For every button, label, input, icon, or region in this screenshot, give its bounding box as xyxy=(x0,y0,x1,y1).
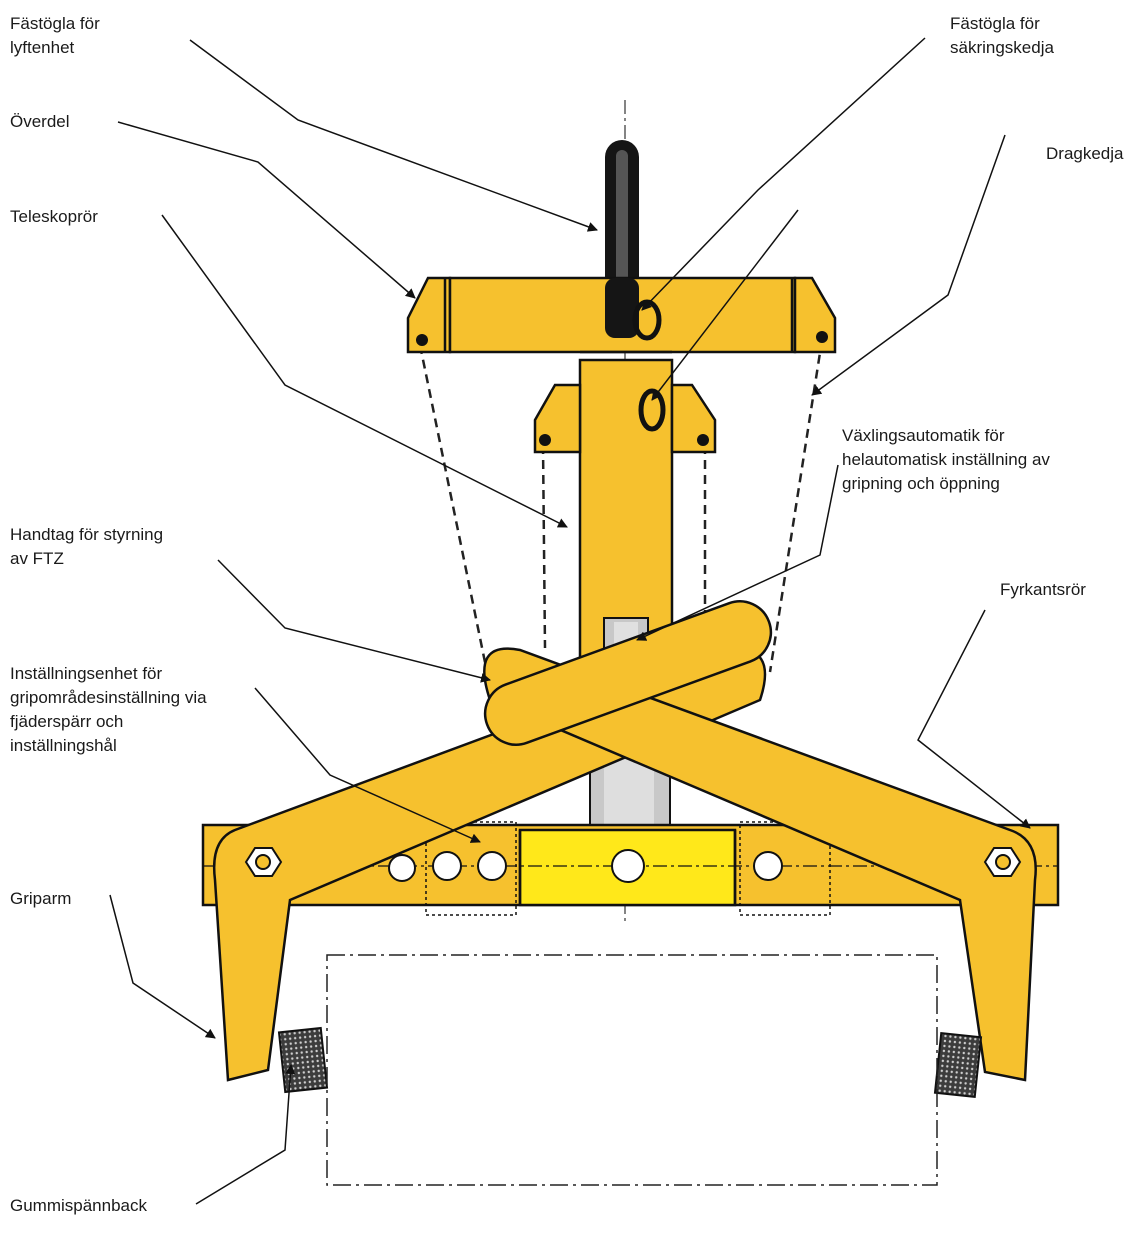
label-lifting-eye: Fästögla för lyftenhet xyxy=(10,14,100,57)
label-switch-mechanism: Växlingsautomatik för helautomatisk inst… xyxy=(842,426,1050,493)
rubber-pads xyxy=(277,1026,983,1099)
label-rubber-pad: Gummispännback xyxy=(10,1196,148,1215)
label-safety-chain-eye: Fästögla för säkringskedja xyxy=(950,14,1054,57)
label-telescopic-tube: Teleskoprör xyxy=(10,207,98,226)
handles xyxy=(483,600,773,746)
label-square-tube: Fyrkantsrör xyxy=(1000,580,1086,599)
label-grip-arm: Griparm xyxy=(10,889,72,908)
adjustment-holes xyxy=(388,849,783,883)
label-adjustment-unit: Inställningsenhet för gripområdesinställ… xyxy=(10,664,207,755)
arm-bolts xyxy=(244,847,1022,877)
label-handle: Handtag för styrning av FTZ xyxy=(10,525,164,568)
leader-lines xyxy=(109,37,1031,1205)
load-outline xyxy=(326,954,938,1186)
label-drag-chain: Dragkedja xyxy=(1046,144,1124,163)
label-top-part: Överdel xyxy=(10,112,70,131)
